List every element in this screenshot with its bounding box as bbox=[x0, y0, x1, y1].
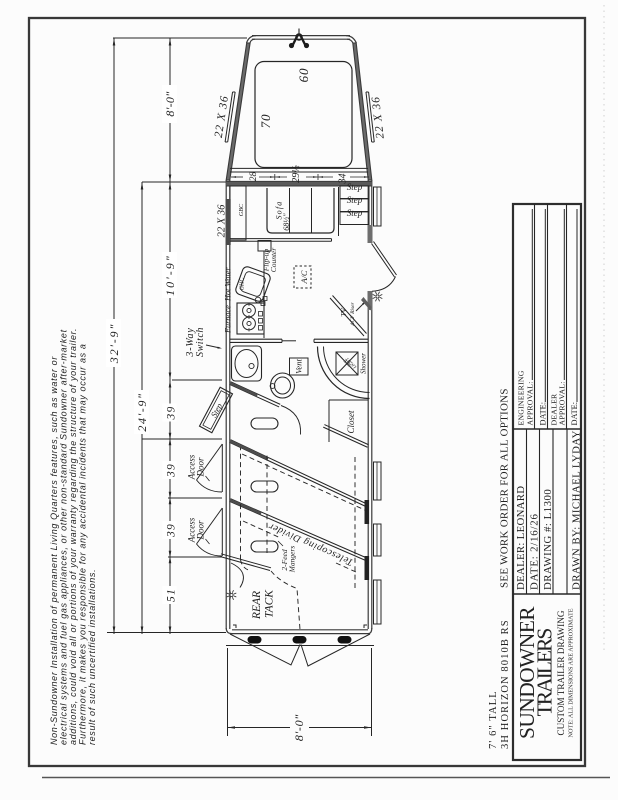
svg-text:24'-9": 24'-9" bbox=[135, 392, 149, 431]
svg-text:51: 51 bbox=[165, 588, 177, 602]
svg-text:Access: Access bbox=[187, 517, 197, 543]
svg-text:result of such uncertified ins: result of such uncertified installations… bbox=[87, 569, 97, 745]
svg-text:28: 28 bbox=[249, 172, 259, 182]
svg-text:Closet: Closet bbox=[346, 410, 356, 434]
svg-text:SUNDOWNER: SUNDOWNER bbox=[515, 606, 539, 739]
svg-text:DRAWN BY: MICHAEL LYDAY: DRAWN BY: MICHAEL LYDAY bbox=[570, 430, 582, 590]
svg-text:39: 39 bbox=[165, 406, 177, 421]
svg-text:8'-0": 8'-0" bbox=[163, 91, 177, 117]
svg-text:REAR: REAR bbox=[251, 591, 263, 620]
svg-text:ENGINEERING: ENGINEERING bbox=[517, 370, 526, 425]
svg-text:Flip-up: Flip-up bbox=[262, 249, 271, 273]
svg-text:SKY: SKY bbox=[343, 358, 352, 368]
svg-text:Door: Door bbox=[196, 457, 206, 477]
svg-text:32'-9": 32'-9" bbox=[107, 323, 121, 364]
svg-text:ACF Riser: ACF Riser bbox=[350, 301, 356, 326]
svg-text:22 X 36: 22 X 36 bbox=[370, 95, 387, 139]
svg-text:Door: Door bbox=[196, 520, 206, 540]
svg-text:Hot Water: Hot Water bbox=[224, 267, 233, 302]
svg-text:10'-9": 10'-9" bbox=[163, 254, 177, 296]
svg-text:DEALER: LEONARD: DEALER: LEONARD bbox=[515, 486, 527, 590]
svg-text:DATE: 2/16/26: DATE: 2/16/26 bbox=[528, 513, 540, 590]
svg-text:70: 70 bbox=[258, 114, 273, 129]
svg-text:Furthermore, it makes you resp: Furthermore, it makes you responsible fo… bbox=[78, 343, 88, 745]
svg-text:2-Feed: 2-Feed bbox=[280, 549, 289, 570]
svg-text:DATE:: DATE: bbox=[570, 402, 579, 426]
svg-text:39: 39 bbox=[165, 463, 177, 478]
svg-text:39: 39 bbox=[165, 523, 177, 538]
svg-text:A/C: A/C bbox=[300, 270, 309, 284]
svg-text:electrical systems and fuel ga: electrical systems and fuel gas applianc… bbox=[59, 329, 69, 745]
svg-text:APPROVAL:: APPROVAL: bbox=[525, 381, 534, 425]
svg-text:DATE:: DATE: bbox=[538, 402, 547, 426]
svg-text:8'-0": 8'-0" bbox=[292, 714, 306, 741]
svg-text:CUSTOM TRAILER DRAWING: CUSTOM TRAILER DRAWING bbox=[556, 610, 566, 735]
svg-text:DEALER: DEALER bbox=[550, 393, 559, 426]
svg-text:NOTE: ALL DIMENSIONS ARE APPRO: NOTE: ALL DIMENSIONS ARE APPROXIMATE bbox=[568, 608, 575, 737]
svg-text:Sofa: Sofa bbox=[275, 200, 284, 219]
svg-text:22 X 36: 22 X 36 bbox=[217, 204, 228, 237]
svg-text:SEE WORK ORDER FOR ALL OPTIONS: SEE WORK ORDER FOR ALL OPTIONS bbox=[499, 388, 511, 588]
svg-text:7' 6" TALL: 7' 6" TALL bbox=[488, 690, 499, 749]
svg-text:DRAWING #: L1300: DRAWING #: L1300 bbox=[542, 489, 554, 590]
svg-text:Non-Sundowner Installation of: Non-Sundowner Installation of permanent … bbox=[49, 356, 59, 745]
svg-text:additions, could void all or p: additions, could void all or portions of… bbox=[68, 328, 78, 745]
svg-text:TV: TV bbox=[339, 307, 348, 317]
svg-text:Vent: Vent bbox=[294, 359, 304, 374]
svg-text:Step: Step bbox=[347, 195, 363, 205]
svg-text:Access: Access bbox=[187, 454, 197, 480]
svg-text:APPROVAL:: APPROVAL: bbox=[557, 381, 566, 425]
svg-text:Switch: Switch bbox=[195, 327, 206, 357]
svg-text:TRAILERS: TRAILERS bbox=[533, 629, 557, 717]
svg-text:34: 34 bbox=[338, 174, 349, 185]
svg-text:29½: 29½ bbox=[291, 165, 302, 183]
svg-text:60: 60 bbox=[296, 68, 311, 83]
svg-text:3-Way: 3-Way bbox=[185, 327, 196, 357]
svg-text:GBC: GBC bbox=[238, 203, 245, 216]
svg-text:GHC: GHC bbox=[239, 277, 246, 291]
svg-text:3H HORIZON 8010B RS: 3H HORIZON 8010B RS bbox=[500, 619, 511, 749]
svg-text:Step: Step bbox=[347, 182, 363, 192]
svg-text:Mangers: Mangers bbox=[288, 546, 297, 574]
svg-text:Shower: Shower bbox=[360, 353, 368, 374]
svg-text:68½": 68½" bbox=[282, 213, 291, 231]
svg-text:TACK: TACK bbox=[264, 589, 276, 618]
svg-text:Furnace: Furnace bbox=[224, 305, 233, 334]
svg-text:Counter: Counter bbox=[269, 248, 278, 273]
svg-text:Step: Step bbox=[347, 208, 363, 218]
svg-text:22 X 36: 22 X 36 bbox=[213, 95, 231, 139]
